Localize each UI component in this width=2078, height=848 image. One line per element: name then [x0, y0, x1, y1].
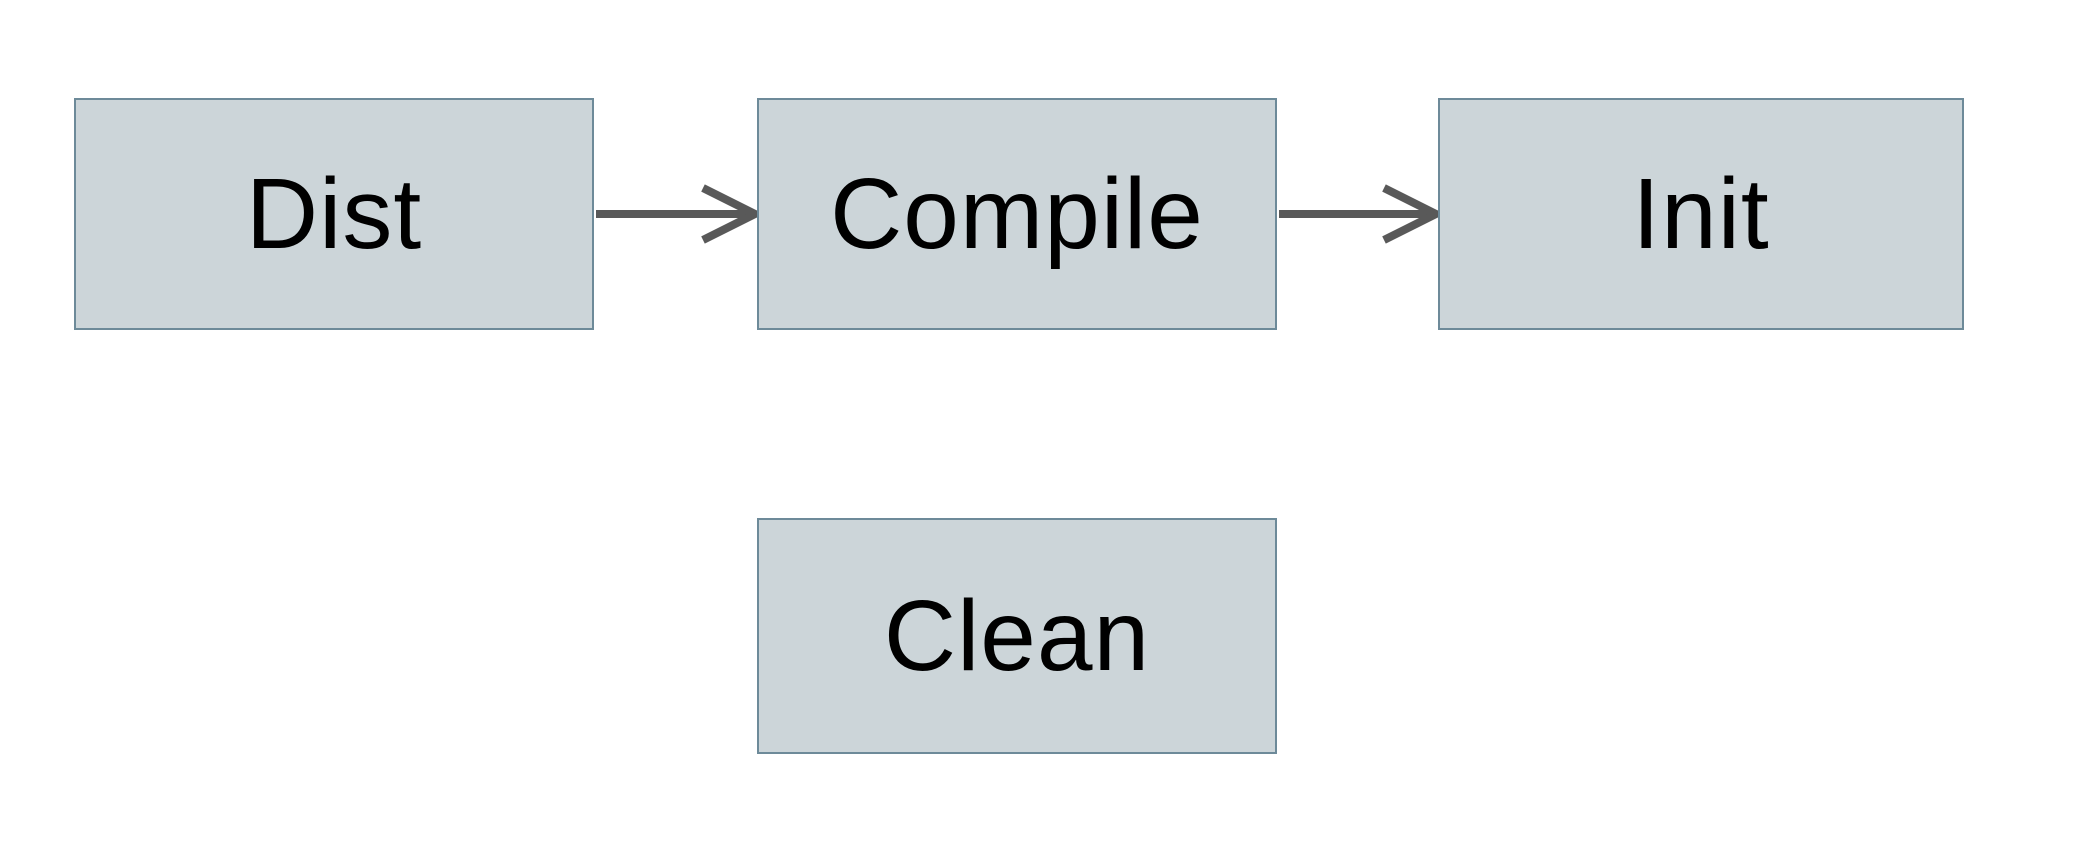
arrowhead-icon [1382, 184, 1445, 244]
node-clean: Clean [757, 518, 1277, 754]
node-dist: Dist [74, 98, 594, 330]
node-clean-label: Clean [883, 580, 1151, 692]
node-init-label: Init [1632, 158, 1770, 270]
arrowhead-icon [701, 184, 764, 244]
node-compile-label: Compile [830, 158, 1204, 270]
node-init: Init [1438, 98, 1964, 330]
arrow-compile-to-init [1279, 184, 1445, 244]
node-compile: Compile [757, 98, 1277, 330]
node-dist-label: Dist [245, 158, 423, 270]
arrow-dist-to-compile [596, 184, 764, 244]
